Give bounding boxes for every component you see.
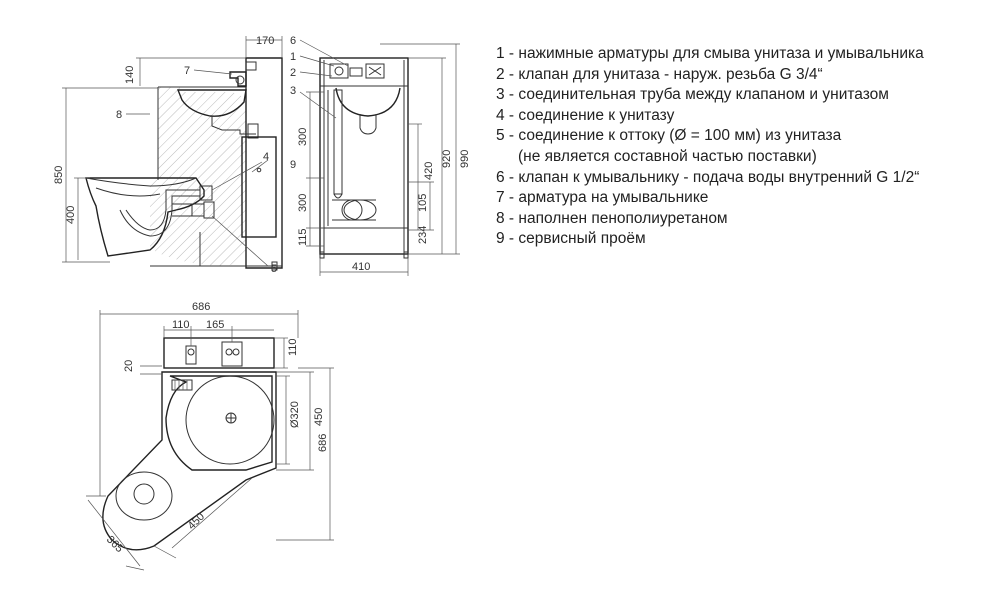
callout-5: 5 (271, 263, 277, 275)
foam-body (150, 87, 246, 266)
dim-686-right: 686 (317, 434, 329, 452)
dim-165: 165 (206, 319, 224, 331)
callout-3: 3 (290, 85, 296, 97)
dim-420: 420 (423, 162, 435, 180)
callout-6: 6 (290, 35, 296, 47)
front-view: 6 1 2 3 9 300 300 115 410 420 105 (290, 35, 471, 276)
callout-8: 8 (116, 109, 122, 121)
dim-110-right: 110 (287, 338, 299, 356)
legend-item: 5 - соединение к оттоку (Ø = 100 мм) из … (496, 127, 842, 145)
legend-item: 3 - соединительная труба между клапаном … (496, 86, 889, 104)
dim-686-top: 686 (192, 301, 210, 313)
legend-item: 2 - клапан для унитаза - наруж. резьба G… (496, 65, 823, 83)
dim-920: 920 (441, 150, 453, 168)
dim-450-right: 450 (313, 408, 325, 426)
dim-400: 400 (65, 206, 77, 224)
dim-365: 365 (104, 534, 125, 555)
dim-140: 140 (124, 66, 136, 84)
legend-item: 9 - сервисный проём (496, 230, 646, 248)
legend-item: 4 - соединение к унитазу (496, 106, 675, 124)
dim-990: 990 (459, 150, 471, 168)
dim-300-upper: 300 (297, 128, 309, 146)
legend-item: 6 - клапан к умывальнику - подача воды в… (496, 168, 920, 186)
dim-115: 115 (297, 228, 309, 246)
dim-110: 110 (172, 319, 190, 331)
dim-234: 234 (417, 226, 429, 244)
legend-list: 1 - нажимные арматуры для смыва унитаза … (496, 44, 996, 250)
callout-1: 1 (290, 51, 296, 63)
legend-item: 7 - арматура на умывальнике (496, 189, 709, 207)
legend-item: 8 - наполнен пенополиуретаном (496, 209, 728, 227)
callout-4: 4 (263, 151, 269, 163)
dim-20: 20 (123, 360, 135, 372)
side-view: 170 140 850 400 7 8 4 5 (53, 35, 283, 275)
plan-view: 686 110 165 110 20 Ø320 450 686 450 (86, 301, 334, 571)
dim-850: 850 (53, 166, 65, 184)
legend-item: 1 - нажимные арматуры для смыва унитаза … (496, 45, 924, 62)
callout-7: 7 (184, 65, 190, 77)
callout-2: 2 (290, 67, 296, 79)
callout-9: 9 (290, 159, 296, 171)
dim-170: 170 (256, 35, 274, 47)
dim-410: 410 (352, 261, 370, 273)
dim-105: 105 (417, 194, 429, 212)
legend-item-note: (не является составной частью поставки) (518, 147, 817, 165)
dim-450-diag: 450 (186, 511, 207, 532)
dim-300-lower: 300 (297, 194, 309, 212)
dim-320: Ø320 (289, 401, 301, 428)
